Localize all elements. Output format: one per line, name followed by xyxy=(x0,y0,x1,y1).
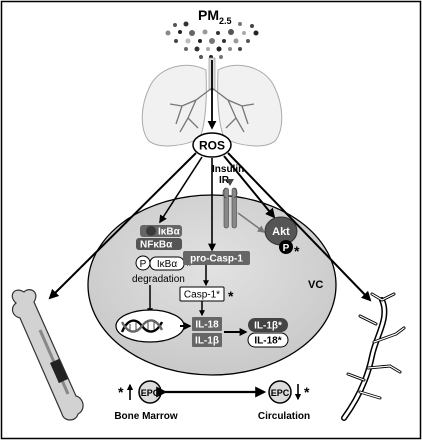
akt-label: Akt xyxy=(272,226,290,238)
akt-phospho-icon xyxy=(279,240,293,254)
circulation-label: Circulation xyxy=(258,411,310,422)
il1b-mature-node xyxy=(248,318,288,332)
vc-label: VC xyxy=(308,279,323,291)
procasp-label: pro-Casp-1 xyxy=(190,254,243,265)
ros-node xyxy=(192,132,232,158)
ros-label: ROS xyxy=(199,139,225,153)
procasp-box xyxy=(183,251,250,265)
akt-asterisk: * xyxy=(294,243,300,259)
insulin-receptor-icon xyxy=(222,187,238,229)
ir-to-akt-arrow xyxy=(237,212,266,233)
il1b-box-label: IL-1β xyxy=(195,336,219,347)
pm-title: PM2.5 xyxy=(198,7,232,26)
epc-circ-label: EPC xyxy=(271,388,290,398)
nfkb-box xyxy=(136,238,182,250)
ikba-label: IκBα xyxy=(158,227,181,238)
ikba-deg-label: IκBα xyxy=(157,259,177,270)
lungs-illustration xyxy=(141,57,283,147)
insulin-label: Insulin xyxy=(212,164,244,175)
nfkb-label: NFκBα xyxy=(140,240,173,251)
bone-icon xyxy=(11,289,84,421)
bone-marrow-label: Bone Marrow xyxy=(114,411,178,422)
ikba-bead-icon xyxy=(146,226,156,236)
dna-icon xyxy=(120,319,164,333)
epc-bm-label: EPC xyxy=(141,388,160,398)
blood-vessel-icon xyxy=(341,292,406,421)
ros-to-ikba-arrow xyxy=(159,156,203,224)
il18-box-label: IL-18 xyxy=(195,320,219,331)
phospho-p-label: P xyxy=(140,259,147,270)
il18-mature-label: IL-18* xyxy=(254,336,281,347)
il1b-mature-label: IL-1β* xyxy=(254,321,282,332)
insulin-ligand-icon xyxy=(226,179,234,186)
casp1-label: Casp-1* xyxy=(184,290,220,301)
ros-to-akt-arrow xyxy=(223,155,276,219)
particle-cloud xyxy=(165,21,259,59)
il18-box xyxy=(192,317,222,331)
circ-asterisk: * xyxy=(304,384,310,400)
il18-mature-node xyxy=(247,332,289,348)
akt-p-label: P xyxy=(283,243,290,254)
ros-to-vessel-arrow xyxy=(227,152,372,302)
degradation-label: degradation xyxy=(132,274,185,285)
bm-asterisk: * xyxy=(118,384,124,400)
il1b-box xyxy=(192,333,222,347)
ros-to-bone-arrow xyxy=(48,152,197,300)
epc-circ-node xyxy=(268,380,292,404)
casp1-asterisk: * xyxy=(228,288,234,304)
ir-label: IR xyxy=(219,175,230,186)
